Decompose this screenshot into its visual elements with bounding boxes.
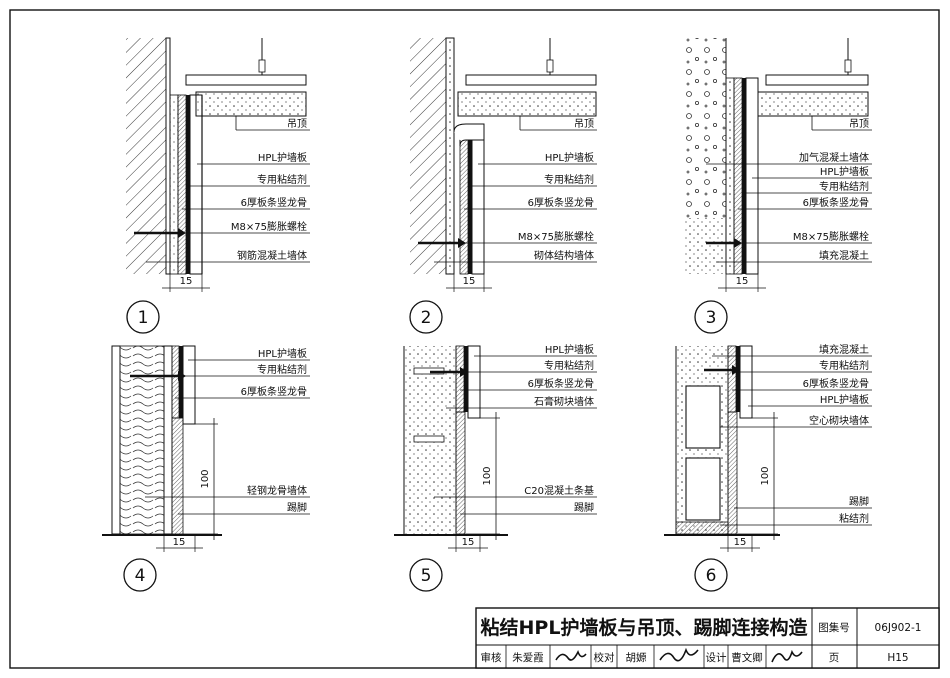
dim-100: 100 xyxy=(482,466,493,485)
label-adhesive-base: 粘结剂 xyxy=(839,512,869,525)
detail-number: 6 xyxy=(706,566,717,586)
label-fill-concrete: 填充混凝土 xyxy=(819,249,869,262)
label-skirting: 踢脚 xyxy=(574,501,594,514)
label-aerated-wall: 加气混凝土墙体 xyxy=(799,151,869,164)
detail-3: 吊顶 加气混凝土墙体 HPL护墙板 专用粘结剂 6厚板条竖龙骨 M8×75膨胀螺… xyxy=(684,38,872,334)
atlas-label: 图集号 xyxy=(818,621,850,634)
label-ceiling: 吊顶 xyxy=(287,118,307,130)
dim-15: 15 xyxy=(734,537,747,548)
label-skirting: 踢脚 xyxy=(287,501,307,514)
label-c20-footing: C20混凝土条基 xyxy=(524,484,594,497)
label-wall: 砌体结构墙体 xyxy=(534,249,594,262)
detail-4: HPL护墙板 专用粘结剂 6厚板条竖龙骨 轻钢龙骨墙体 踢脚 100 15 4 xyxy=(102,345,310,592)
dim-15: 15 xyxy=(180,276,193,287)
label-bolt: M8×75膨胀螺栓 xyxy=(231,220,307,233)
detail-number: 2 xyxy=(421,308,432,328)
label-wall: 钢筋混凝土墙体 xyxy=(237,249,307,262)
label-batten: 6厚板条竖龙骨 xyxy=(528,196,594,209)
label-hpl-panel: HPL护墙板 xyxy=(258,347,307,360)
label-bolt: M8×75膨胀螺栓 xyxy=(793,230,869,243)
label-adhesive: 专用粘结剂 xyxy=(544,173,594,186)
label-hpl-panel: HPL护墙板 xyxy=(258,151,307,164)
detail-2: 吊顶 HPL护墙板 专用粘结剂 6厚板条竖龙骨 M8×75膨胀螺栓 砌体结构墙体… xyxy=(409,37,597,334)
detail-number: 5 xyxy=(421,566,432,586)
designer-signature xyxy=(771,649,803,663)
label-batten: 6厚板条竖龙骨 xyxy=(241,385,307,398)
label-adhesive: 专用粘结剂 xyxy=(819,359,869,372)
dim-100: 100 xyxy=(760,466,771,485)
label-ceiling: 吊顶 xyxy=(849,118,869,130)
design-label: 设计 xyxy=(706,651,727,664)
label-fill-concrete: 填充混凝土 xyxy=(819,343,869,356)
label-gypsum-block-wall: 石膏砌块墙体 xyxy=(534,395,594,408)
detail-number: 3 xyxy=(706,308,717,328)
label-batten: 6厚板条竖龙骨 xyxy=(528,377,594,390)
label-hpl-panel: HPL护墙板 xyxy=(545,151,594,164)
label-ceiling: 吊顶 xyxy=(574,118,594,130)
label-steel-stud-wall: 轻钢龙骨墙体 xyxy=(247,484,307,497)
page-label: 页 xyxy=(829,652,840,664)
detail-number: 4 xyxy=(135,566,146,586)
page-number: H15 xyxy=(887,652,908,664)
label-skirting: 踢脚 xyxy=(849,495,869,508)
dim-15: 15 xyxy=(736,276,749,287)
label-batten: 6厚板条竖龙骨 xyxy=(241,196,307,209)
label-adhesive: 专用粘结剂 xyxy=(544,359,594,372)
atlas-number: 06J902-1 xyxy=(875,622,922,634)
drawing-title: 粘结HPL护墙板与吊顶、踢脚连接构造 xyxy=(481,616,809,639)
checker-signature xyxy=(659,647,699,662)
checker-name: 胡嫄 xyxy=(626,651,647,664)
detail-number: 1 xyxy=(138,308,149,328)
label-hollow-block-wall: 空心砌块墙体 xyxy=(809,414,869,427)
label-hpl-panel: HPL护墙板 xyxy=(820,393,869,406)
detail-5: HPL护墙板 专用粘结剂 6厚板条竖龙骨 石膏砌块墙体 C20混凝土条基 踢脚 … xyxy=(394,343,597,592)
dim-15: 15 xyxy=(463,276,476,287)
dim-15: 15 xyxy=(173,537,186,548)
reviewer-signature xyxy=(555,650,587,661)
label-hpl-panel: HPL护墙板 xyxy=(820,165,869,178)
designer-name: 曹文卿 xyxy=(731,651,763,664)
detail-6: 填充混凝土 专用粘结剂 6厚板条竖龙骨 HPL护墙板 空心砌块墙体 踢脚 粘结剂… xyxy=(664,343,872,592)
reviewer-name: 朱爱霞 xyxy=(512,651,544,664)
dim-15: 15 xyxy=(462,537,475,548)
check-label: 校对 xyxy=(594,651,615,664)
label-hpl-panel: HPL护墙板 xyxy=(545,343,594,356)
label-bolt: M8×75膨胀螺栓 xyxy=(518,230,594,243)
title-block: 粘结HPL护墙板与吊顶、踢脚连接构造 图集号 06J902-1 页 H15 审核… xyxy=(475,607,940,669)
label-adhesive: 专用粘结剂 xyxy=(257,173,307,186)
dim-100: 100 xyxy=(200,469,211,488)
label-adhesive: 专用粘结剂 xyxy=(819,180,869,193)
label-batten: 6厚板条竖龙骨 xyxy=(803,196,869,209)
review-label: 审核 xyxy=(481,651,502,664)
label-batten: 6厚板条竖龙骨 xyxy=(803,377,869,390)
label-adhesive: 专用粘结剂 xyxy=(257,363,307,376)
detail-1: 吊顶 HPL护墙板 专用粘结剂 6厚板条竖龙骨 M8×75膨胀螺栓 钢筋混凝土墙… xyxy=(126,37,310,334)
